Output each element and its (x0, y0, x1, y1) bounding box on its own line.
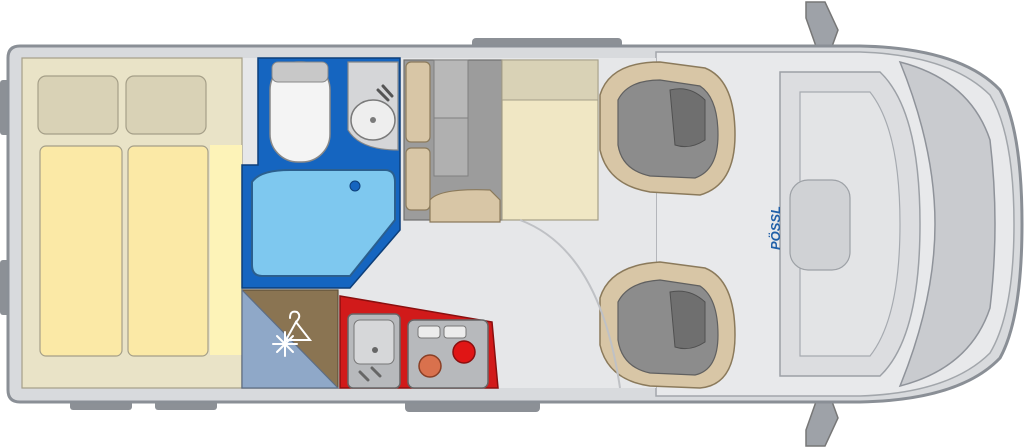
snowflake-icon (272, 331, 298, 357)
burner-warm[interactable] (418, 354, 442, 378)
floor-arc (519, 219, 621, 389)
burner-hot[interactable] (452, 340, 476, 364)
kitchen-faucet-icon (358, 366, 382, 382)
wardrobe-fridge-unit (241, 288, 340, 389)
toilet-tank (271, 61, 329, 83)
brand-logo: PÖSSL (768, 206, 783, 250)
rear-cabinet-right (125, 75, 207, 135)
faucet-icon (376, 84, 394, 102)
basin-drain (370, 117, 376, 123)
rear-bed-area (21, 57, 243, 389)
rear-cabinet-left (37, 75, 119, 135)
bench-seat[interactable] (429, 189, 501, 223)
kitchen-unit (339, 295, 499, 389)
bathroom (241, 57, 401, 289)
mirror-bottom (805, 395, 839, 447)
bed-highlight (210, 145, 242, 355)
driver-seat[interactable] (599, 261, 736, 389)
mattress-left[interactable] (39, 145, 123, 357)
cab-area: PÖSSL (655, 51, 1015, 397)
bench-cushion-bottom[interactable] (405, 147, 431, 211)
dinette (403, 59, 599, 223)
bench-cushion-top[interactable] (405, 61, 431, 143)
sink-drain (372, 347, 378, 353)
mattress-right[interactable] (127, 145, 209, 357)
passenger-seat[interactable] (599, 61, 736, 196)
clothes-hanger-icon (284, 310, 313, 341)
shower-drain (349, 180, 361, 192)
shower-tray[interactable] (251, 169, 396, 277)
